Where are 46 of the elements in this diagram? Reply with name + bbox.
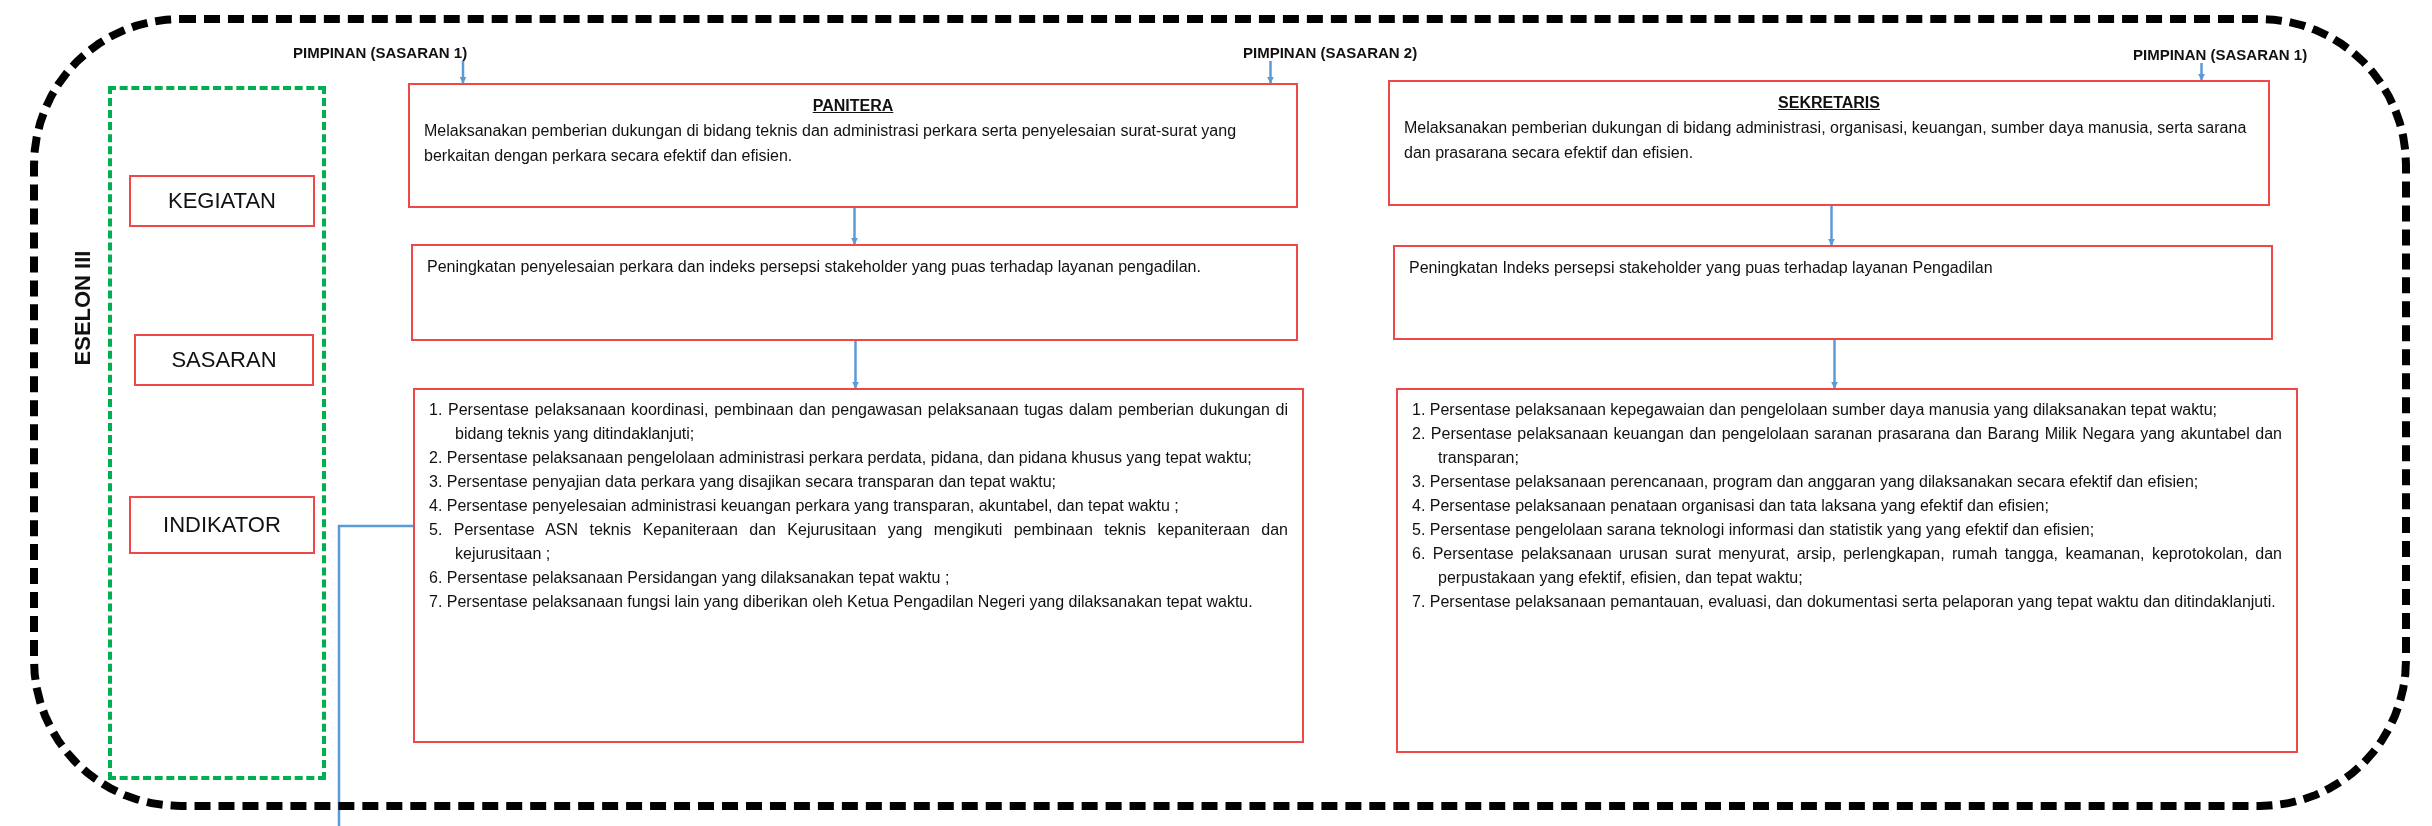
list-item: 6. Persentase pelaksanaan Persidangan yang dilaksanakan tepat waktu ; — [429, 568, 951, 588]
process-box — [1396, 388, 2298, 753]
list-item: 2. Persentase pelaksanaan pengelolaan administrasi perkara perdata, pidana, dan pidana khusus yang tepat waktu; — [429, 448, 1253, 468]
list-item: 2. Persentase pelaksanaan keuangan dan pengelolaan saranan prasarana dan Barang Milik Negara yang akuntabel dan transparan; — [1412, 424, 2282, 468]
arrow — [1828, 206, 1835, 246]
arrow — [2198, 63, 2205, 81]
category-label: KEGIATAN — [168, 188, 276, 214]
list-item: 6. Persentase pelaksanaan urusan surat menyurat, arsip, perlengkapan, rumah tangga, keamanan, keprotokolan, dan perpustakaan yang efektif, efisien, dan tepat waktu; — [1412, 544, 2282, 588]
list-item: 7. Persentase pelaksanaan fungsi lain yang diberikan oleh Ketua Pengadilan Negeri yang dilaksanakan tepat waktu. — [429, 592, 1254, 612]
process-box — [1393, 245, 2273, 340]
box-text: Melaksanakan pemberian dukungan di bidang teknis dan administrasi perkara serta penyelesaian surat-surat yang berkaitan dengan perkara secara efektif dan efisien. — [424, 121, 1238, 166]
list-item: 3. Persentase penyajian data perkara yang disajikan secara transparan dan tepat waktu; — [429, 472, 1058, 492]
category-box — [129, 175, 315, 227]
process-box — [411, 244, 1298, 341]
box-text: Melaksanakan pemberian dukungan di bidang administrasi, organisasi, keuangan, sumber daya manusia, serta sarana dan prasarana secara efektif dan efisien. — [1404, 118, 2248, 163]
list-item: 1. Persentase pelaksanaan kepegawaian dan pengelolaan sumber daya manusia yang dilaksanakan tepat waktu; — [1412, 400, 2218, 420]
category-box — [134, 334, 314, 386]
group-title: ESELON III — [70, 250, 96, 366]
category-label: SASARAN — [171, 347, 277, 373]
arrow — [852, 341, 859, 389]
box-text: Peningkatan penyelesaian perkara dan indeks persepsi stakeholder yang puas terhadap layanan pengadilan. — [427, 257, 1202, 277]
heading-label: PIMPINAN (SASARAN 1) — [2133, 46, 2373, 63]
arrow — [1831, 340, 1838, 389]
dashed-frame — [108, 86, 326, 780]
list-item: 7. Persentase pelaksanaan pemantauan, evaluasi, dan dokumentasi serta pelaporan yang tepat waktu dan ditindaklanjuti. — [1412, 592, 2277, 612]
process-box — [408, 83, 1298, 208]
dashed-group-frame — [30, 15, 2410, 810]
list-item: 4. Persentase pelaksanaan penataan organisasi dan tata laksana yang efektif dan efisien; — [1412, 496, 2050, 516]
arrow — [459, 61, 467, 84]
list-item: 5. Persentase ASN teknis Kepaniteraan dan Kejurusitaan yang mengikuti pembinaan teknis kepaniteraan dan kejurusitaan ; — [429, 520, 1288, 564]
category-box — [129, 496, 315, 554]
category-label: INDIKATOR — [163, 512, 281, 538]
connector-line — [337, 524, 413, 826]
arrow — [851, 208, 858, 245]
list-item: 4. Persentase penyelesaian administrasi keuangan perkara yang transparan, akuntabel, dan tepat waktu ; — [429, 496, 1180, 516]
box-title: PANITERA — [811, 96, 895, 116]
list-item: 1. Persentase pelaksanaan koordinasi, pembinaan dan pengawasan pelaksanaan tugas dalam pemberian dukungan di bidang teknis yang ditindaklanjuti; — [429, 400, 1288, 444]
heading-label: PIMPINAN (SASARAN 2) — [1243, 44, 1478, 61]
list-item: 5. Persentase pengelolaan sarana teknologi informasi dan statistik yang yang efektif dan efisien; — [1412, 520, 2096, 540]
box-title: SEKRETARIS — [1777, 93, 1881, 113]
arrow — [1267, 61, 1274, 84]
list-item: 3. Persentase pelaksanaan perencanaan, program dan anggaran yang dilaksanakan secara efektif dan efisien; — [1412, 472, 2200, 492]
heading-label: PIMPINAN (SASARAN 1) — [293, 44, 518, 61]
process-box — [1388, 80, 2270, 206]
box-text: Peningkatan Indeks persepsi stakeholder yang puas terhadap layanan Pengadilan — [1409, 258, 1994, 278]
process-box — [413, 388, 1304, 743]
